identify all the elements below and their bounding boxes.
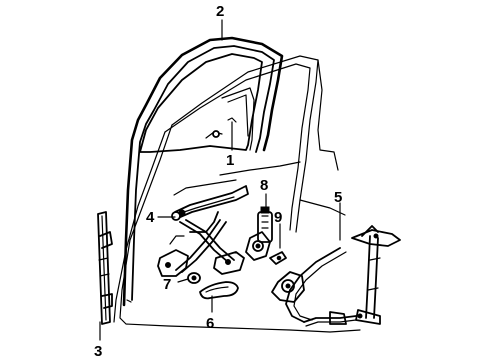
window-regulator	[157, 185, 249, 277]
callout-3: 3	[94, 343, 102, 360]
regulator-knob	[187, 272, 201, 284]
callout-7: 7	[163, 276, 171, 293]
callout-2: 2	[216, 3, 224, 20]
window-motor	[245, 206, 273, 261]
glass-run-channel	[122, 36, 284, 307]
window-glass	[139, 53, 263, 153]
callout-8: 8	[260, 177, 268, 194]
callout-4: 4	[146, 209, 155, 226]
callout-6: 6	[206, 315, 214, 332]
inside-handle	[199, 281, 239, 300]
rear-window-regulator	[271, 225, 401, 327]
bolt-part	[269, 251, 287, 265]
door-inner-panel	[113, 55, 361, 333]
callout-1: 1	[226, 152, 234, 169]
callout-5: 5	[334, 189, 342, 206]
callout-9: 9	[274, 209, 282, 226]
leader-lines	[99, 19, 341, 341]
rear-glass-channel	[97, 211, 113, 325]
